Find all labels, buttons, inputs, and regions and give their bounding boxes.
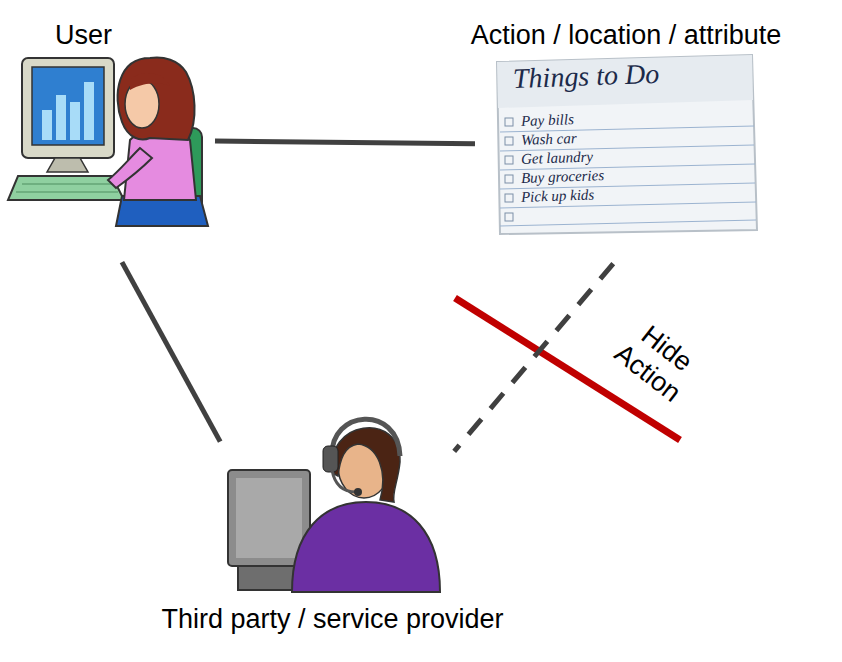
checkbox [505,137,513,145]
checkbox [505,175,513,183]
operator-hair [333,428,400,502]
list-item: Wash car [521,130,577,149]
connector-line [122,262,220,442]
checkbox [505,213,513,221]
operator-body [292,502,440,592]
dashed-connector [454,264,613,452]
provider-node: Third party / service provider [225,415,440,592]
notepad-header [497,55,753,108]
hair [118,58,195,140]
chart-bar [84,82,94,140]
node-heading: Third party / service provider [161,604,503,635]
node-heading: Action / location / attribute [471,20,782,51]
chart-bar [42,110,52,140]
checkbox [505,194,513,202]
chart-bar [70,102,80,140]
monitor-panel [236,478,302,558]
chart-bar [56,95,66,140]
user-node: User [15,55,210,227]
monitor [22,58,114,158]
notepad-sheet [497,55,757,234]
list-item: Get laundry [521,148,594,168]
headset-band [332,419,400,456]
checkbox [505,118,513,126]
monitor-stand [47,158,88,172]
list-item: Things to Do [512,58,659,95]
ruled-line [500,220,756,226]
connector-line [215,141,475,144]
list-item: Pick up kids [521,186,595,206]
arm [108,148,152,188]
action-node: Action / location / attributeThings to D… [495,55,757,233]
headset-earcup [323,446,338,472]
list-item: Buy groceries [521,167,605,187]
user-illustration [8,58,208,226]
headset-mic-arm [332,470,356,492]
fringe [130,73,170,90]
node-heading: User [55,20,112,51]
list-item: Pay bills [521,111,574,130]
notepad-illustration [497,55,757,234]
annotation-label: Hide Action [598,306,715,416]
operator-illustration [228,419,440,592]
keyboard-row [16,192,118,193]
checkbox [505,156,513,164]
keyboard [8,176,124,200]
monitor-screen [32,67,104,145]
headset-mic [354,488,362,496]
keyboard-row [22,184,114,185]
